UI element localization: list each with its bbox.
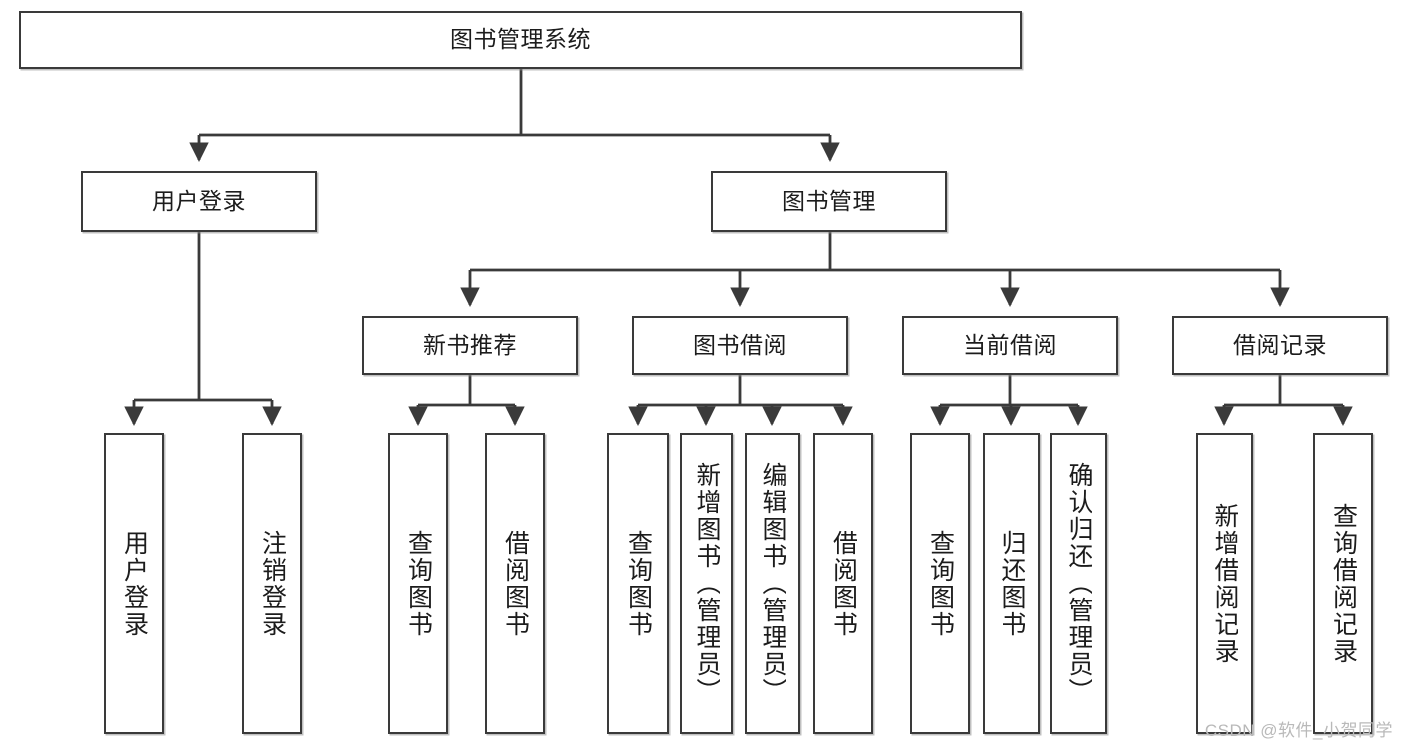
node-leaf-confirm-return[interactable]: 确认归还（管理员）	[1050, 433, 1107, 734]
node-leaf-query-borrow-record-label: 查询借阅记录	[1329, 502, 1357, 665]
node-current-borrow[interactable]: 当前借阅	[902, 316, 1118, 375]
node-leaf-add-book-label: 新增图书（管理员）	[693, 462, 720, 705]
node-leaf-query-book-1-label: 查询图书	[404, 529, 432, 638]
node-borrow-record-label: 借阅记录	[1233, 331, 1327, 358]
node-leaf-query-book-2[interactable]: 查询图书	[607, 433, 669, 734]
node-leaf-confirm-return-label: 确认归还（管理员）	[1065, 462, 1092, 705]
node-book-manage-label: 图书管理	[782, 187, 876, 214]
node-leaf-query-book-3-label: 查询图书	[926, 529, 954, 638]
node-leaf-edit-book[interactable]: 编辑图书（管理员）	[745, 433, 800, 734]
node-leaf-logout[interactable]: 注销登录	[242, 433, 302, 734]
node-leaf-return-book[interactable]: 归还图书	[983, 433, 1040, 734]
node-leaf-borrow-book-2[interactable]: 借阅图书	[813, 433, 873, 734]
node-leaf-borrow-book-1[interactable]: 借阅图书	[485, 433, 545, 734]
node-leaf-add-book[interactable]: 新增图书（管理员）	[680, 433, 733, 734]
node-root-label: 图书管理系统	[450, 26, 591, 53]
node-leaf-user-login[interactable]: 用户登录	[104, 433, 164, 734]
node-root[interactable]: 图书管理系统	[19, 11, 1022, 69]
node-new-book-recommend[interactable]: 新书推荐	[362, 316, 578, 375]
node-leaf-query-borrow-record[interactable]: 查询借阅记录	[1313, 433, 1373, 734]
node-leaf-add-borrow-record-label: 新增借阅记录	[1211, 502, 1238, 665]
node-borrow-record[interactable]: 借阅记录	[1172, 316, 1388, 375]
node-current-borrow-label: 当前借阅	[963, 331, 1057, 358]
node-user-login-label: 用户登录	[152, 187, 246, 214]
node-leaf-borrow-book-1-label: 借阅图书	[501, 529, 529, 638]
node-leaf-query-book-2-label: 查询图书	[624, 529, 652, 638]
node-new-book-recommend-label: 新书推荐	[423, 331, 517, 358]
node-leaf-query-book-3[interactable]: 查询图书	[910, 433, 970, 734]
node-leaf-logout-label: 注销登录	[258, 529, 286, 638]
node-leaf-borrow-book-2-label: 借阅图书	[829, 529, 857, 638]
node-leaf-edit-book-label: 编辑图书（管理员）	[759, 462, 786, 705]
node-leaf-return-book-label: 归还图书	[998, 529, 1025, 638]
watermark: CSDN @软件_小贺同学	[1204, 721, 1393, 740]
node-leaf-query-book-1[interactable]: 查询图书	[388, 433, 448, 734]
node-book-borrow[interactable]: 图书借阅	[632, 316, 848, 375]
node-user-login[interactable]: 用户登录	[81, 171, 317, 232]
node-book-borrow-label: 图书借阅	[693, 331, 787, 358]
node-leaf-add-borrow-record[interactable]: 新增借阅记录	[1196, 433, 1253, 734]
node-leaf-user-login-label: 用户登录	[120, 529, 148, 638]
node-book-manage[interactable]: 图书管理	[711, 171, 947, 232]
